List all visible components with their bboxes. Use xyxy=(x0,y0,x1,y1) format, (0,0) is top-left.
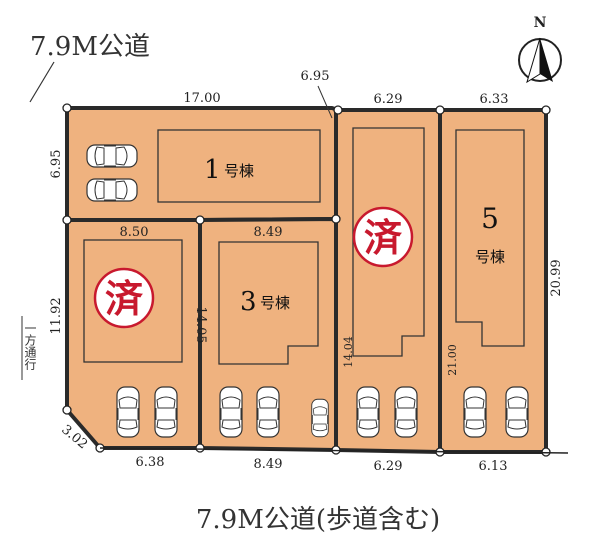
dim-bottom-6-38: 6.38 xyxy=(136,455,165,470)
building-1-outline xyxy=(157,129,321,203)
corner-markers xyxy=(62,103,551,457)
dim-lot2-8-50: 8.50 xyxy=(120,225,149,240)
dim-bottom-6-29: 6.29 xyxy=(374,459,403,474)
dim-14-04: 14.04 xyxy=(342,336,355,368)
building-5-number: 5 xyxy=(481,202,499,235)
sold-stamp-lot-4: 済 xyxy=(352,206,414,268)
building-1-suffix: 号棟 xyxy=(224,162,254,180)
building-3-number: 3 xyxy=(240,287,257,317)
dim-top-6-33: 6.33 xyxy=(480,92,509,107)
sold-stamp-lot-4-text: 済 xyxy=(364,215,403,260)
dim-left-11-92: 11.92 xyxy=(49,297,64,334)
building-3-suffix: 号棟 xyxy=(260,294,290,312)
building-5-outline xyxy=(455,129,525,347)
sold-stamp-lot-2-text: 済 xyxy=(105,276,144,321)
dim-left-6-95: 6.95 xyxy=(49,150,64,179)
dim-top-6-29: 6.29 xyxy=(374,92,403,107)
building-footprints xyxy=(83,127,525,365)
bottom-road-edge xyxy=(99,447,569,454)
one-way-note: 一方通行 xyxy=(21,316,37,380)
dim-bottom-8-49: 8.49 xyxy=(254,457,283,472)
north-label: N xyxy=(534,15,547,31)
building-5-suffix: 号棟 xyxy=(475,248,505,266)
dim-bottom-6-13: 6.13 xyxy=(479,459,508,474)
dim-21-00: 21.00 xyxy=(446,344,459,376)
building-1-number: 1 xyxy=(204,155,221,185)
one-way-note-text: 一方通行 xyxy=(23,322,37,370)
dim-top-6-95: 6.95 xyxy=(301,69,330,84)
dim-14-05: 14.05 xyxy=(193,306,208,343)
sold-stamp-lot-2: 済 xyxy=(93,267,155,329)
dim-leader-6-95 xyxy=(317,85,333,119)
building-3-outline xyxy=(218,241,319,365)
road-leader-line xyxy=(29,61,55,103)
north-arrow-icon xyxy=(518,37,562,84)
dim-lot3-8-49: 8.49 xyxy=(254,225,283,240)
building-2-outline xyxy=(83,239,183,363)
bottom-road-label: 7.9M公道(歩道含む) xyxy=(196,505,440,535)
dim-top-17-00: 17.00 xyxy=(183,91,220,106)
building-4-outline xyxy=(352,127,425,357)
top-road-label: 7.9M公道 xyxy=(30,32,150,62)
dim-right-20-99: 20.99 xyxy=(549,259,564,296)
